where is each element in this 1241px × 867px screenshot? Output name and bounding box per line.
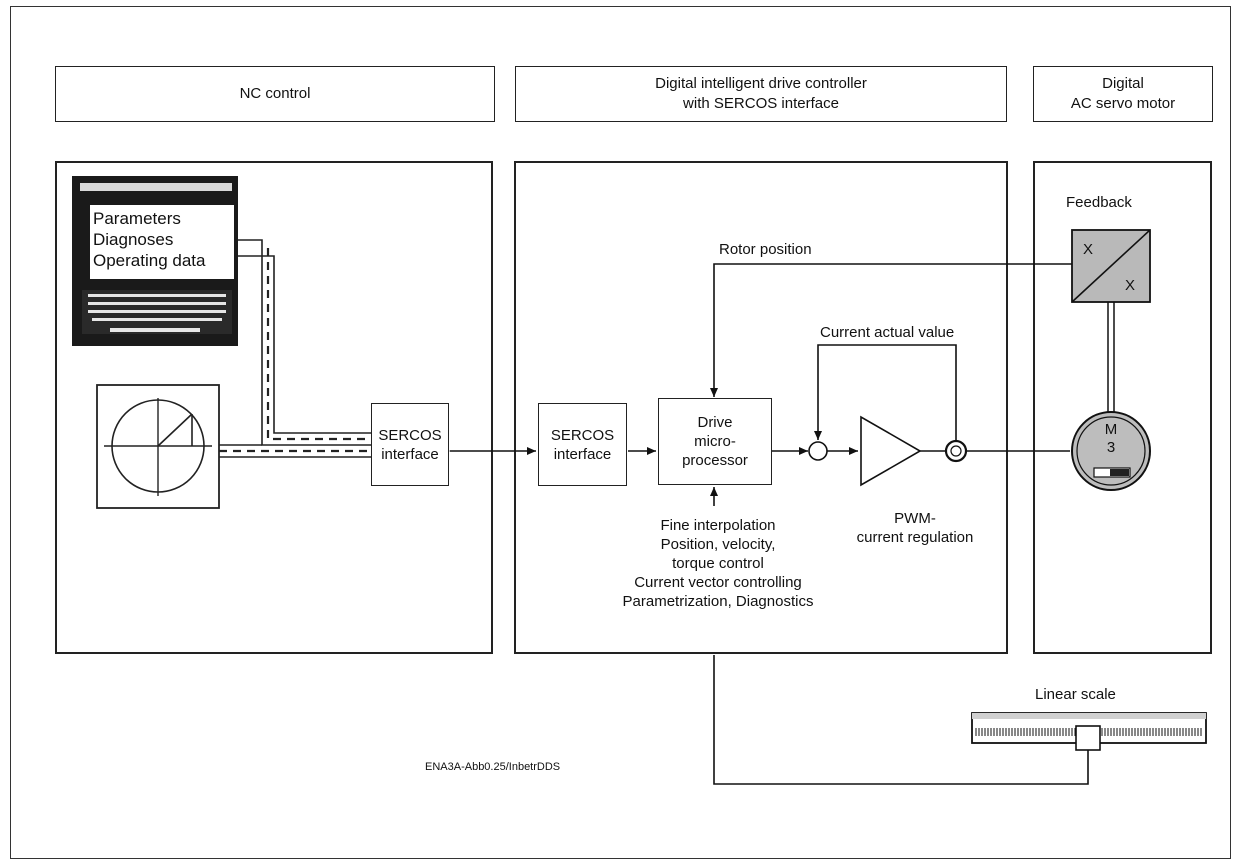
panel-drive-controller: [514, 161, 1008, 654]
linear-scale-feedback-line: [713, 655, 1089, 785]
header-motor-label: Digital AC servo motor: [1070, 75, 1176, 112]
sercos-interface-drive: SERCOS interface: [538, 403, 627, 486]
panel-servo-motor: [1033, 161, 1212, 654]
sercos-drive-label: SERCOS interface: [550, 426, 615, 463]
current-sensor-node: [944, 439, 968, 463]
sercos-interface-nc: SERCOS interface: [371, 403, 449, 486]
motor-shaft: [1107, 302, 1115, 412]
drive-micro-label: Drive micro- processor: [682, 414, 748, 469]
summing-node: [808, 441, 828, 461]
screen-line-parameters: Parameters: [93, 209, 181, 228]
motor-symbol: M 3: [1104, 421, 1118, 456]
pwm-label: PWM- current regulation: [856, 510, 974, 546]
nc-display-icon: [96, 384, 220, 509]
sercos-nc-label: SERCOS interface: [378, 426, 442, 463]
functions-label: Fine interpolation Position, velocity, t…: [622, 517, 814, 610]
header-drive-label: Digital intelligent drive controller wit…: [655, 75, 867, 112]
terminal-screen: Parameters Diagnoses Operating data: [90, 205, 234, 279]
feedback-symbol-bottom: X: [1125, 277, 1136, 294]
current-actual-label: Current actual value: [820, 324, 955, 341]
feedback-symbol-top: X: [1083, 241, 1094, 258]
rotor-position-label: Rotor position: [719, 241, 812, 258]
data-bus-nc: [219, 239, 372, 458]
panel-nc-control: [55, 161, 493, 654]
figure-frame: [10, 6, 1231, 859]
screen-line-diagnoses: Diagnoses: [93, 230, 174, 249]
linear-scale-label: Linear scale: [1035, 686, 1116, 703]
header-drive-controller: Digital intelligent drive controller wit…: [515, 66, 1007, 122]
drive-microprocessor: Drive micro- processor: [658, 398, 772, 485]
header-servo-motor: Digital AC servo motor: [1033, 66, 1213, 122]
header-nc-control: NC control: [55, 66, 495, 122]
figure-reference: ENA3A-Abb0.25/InbetrDDS: [425, 761, 561, 773]
feedback-label: Feedback: [1066, 194, 1132, 211]
feedback-encoder-icon: [1071, 229, 1151, 303]
current-feedback-loop: [814, 344, 957, 441]
rotor-position-line: [710, 263, 1072, 397]
screen-line-operating-data: Operating data: [93, 251, 206, 270]
linear-scale-icon: [971, 712, 1207, 751]
pwm-amplifier-icon: [860, 415, 922, 487]
servo-motor-icon: [1071, 411, 1151, 491]
header-nc-label: NC control: [239, 85, 311, 102]
